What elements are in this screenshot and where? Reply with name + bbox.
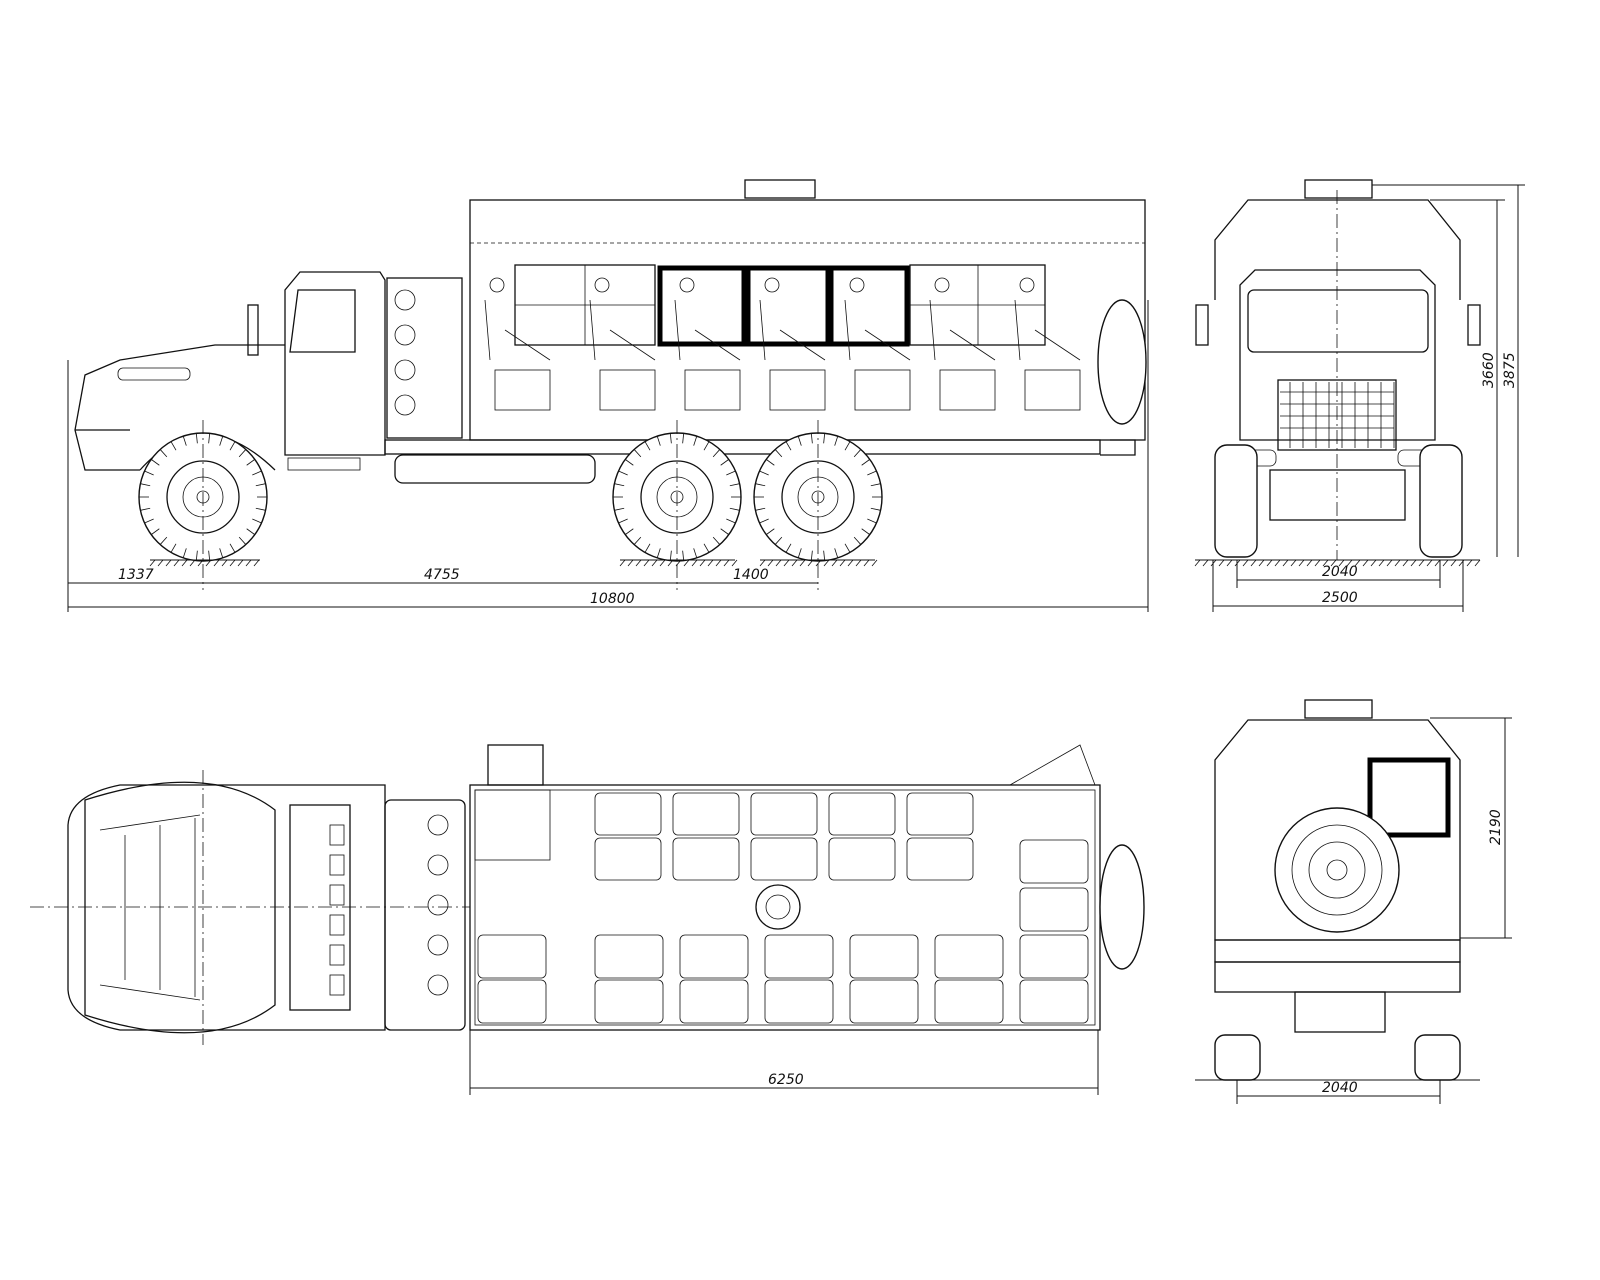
seat <box>849 979 919 1024</box>
emergency-window <box>745 265 831 347</box>
emergency-window <box>828 265 910 347</box>
seat <box>594 837 662 881</box>
dim-rear-body-height: 2190 <box>1488 809 1504 845</box>
dim-body-length: 6250 <box>768 1072 804 1088</box>
emergency-window <box>657 265 747 347</box>
dim-front-track: 2040 <box>1322 564 1358 580</box>
seat <box>849 934 919 979</box>
seat <box>828 792 896 836</box>
roof-hatch <box>755 884 801 930</box>
seat <box>679 979 749 1024</box>
dim-overall-length: 10800 <box>590 591 635 607</box>
dim-bogie: 1400 <box>733 567 769 583</box>
rear-tire-right <box>1414 1034 1461 1081</box>
cab-top <box>67 784 386 1031</box>
mirror <box>1195 304 1209 346</box>
seat <box>477 934 547 979</box>
dim-overall-width: 2500 <box>1322 590 1358 606</box>
top-view: 6250 <box>30 744 1145 1095</box>
seat <box>1019 979 1089 1024</box>
body-outline <box>1214 199 1461 300</box>
windshield <box>1247 289 1429 353</box>
seat <box>594 979 664 1024</box>
hood <box>74 344 285 471</box>
cab <box>284 271 386 456</box>
seat <box>828 837 896 881</box>
body-top <box>469 784 1101 1031</box>
roof-vent <box>1304 699 1373 719</box>
front-tire-left <box>1214 444 1258 558</box>
seat <box>844 277 911 411</box>
rear-emergency-window <box>1367 757 1451 838</box>
roof-vent <box>744 179 816 199</box>
seat <box>934 934 1004 979</box>
dim-front-overhang: 1337 <box>118 567 154 583</box>
mirror <box>247 304 259 356</box>
spare-wheel-rear <box>1274 807 1400 933</box>
seat <box>764 979 834 1024</box>
passenger-body <box>469 199 1146 441</box>
seat <box>764 934 834 979</box>
seat <box>906 837 974 881</box>
front-tire-right <box>1419 444 1463 558</box>
seat <box>906 792 974 836</box>
seat <box>929 277 996 411</box>
seat <box>594 792 662 836</box>
seat <box>1014 277 1081 411</box>
spare-wheel <box>1097 299 1147 425</box>
dim-rear-track: 2040 <box>1322 1080 1358 1096</box>
seat <box>934 979 1004 1024</box>
seat <box>674 277 741 411</box>
front-view: 2040 2500 3660 3875 <box>1195 179 1525 612</box>
chassis-frame <box>384 439 1101 455</box>
rear-view: 2040 2190 <box>1195 699 1512 1104</box>
dim-wheelbase: 4755 <box>424 567 460 583</box>
seat <box>484 277 551 411</box>
seat <box>679 934 749 979</box>
seat <box>759 277 826 411</box>
seat <box>589 277 656 411</box>
seat <box>672 792 740 836</box>
seat <box>477 979 547 1024</box>
side-dimensions: 1337 4755 1400 10800 <box>68 567 1148 608</box>
dim-overall-height: 3875 <box>1502 352 1518 388</box>
seat <box>594 934 664 979</box>
seat-row <box>484 277 1081 411</box>
roof-vent <box>1304 179 1373 199</box>
seat <box>750 792 818 836</box>
seat <box>750 837 818 881</box>
ladder <box>487 744 544 786</box>
side-view <box>67 179 1481 612</box>
battery-box <box>386 277 463 439</box>
cab-front <box>1239 269 1436 441</box>
mirror <box>1467 304 1481 346</box>
seat <box>1019 839 1089 884</box>
seat <box>672 837 740 881</box>
fuel-tank <box>394 454 596 484</box>
tank <box>384 799 466 1031</box>
spare-wheel <box>1099 844 1145 970</box>
seat <box>1019 887 1089 932</box>
dim-body-height: 3660 <box>1481 352 1497 388</box>
rear-tire-left <box>1214 1034 1261 1081</box>
seat <box>1019 934 1089 979</box>
